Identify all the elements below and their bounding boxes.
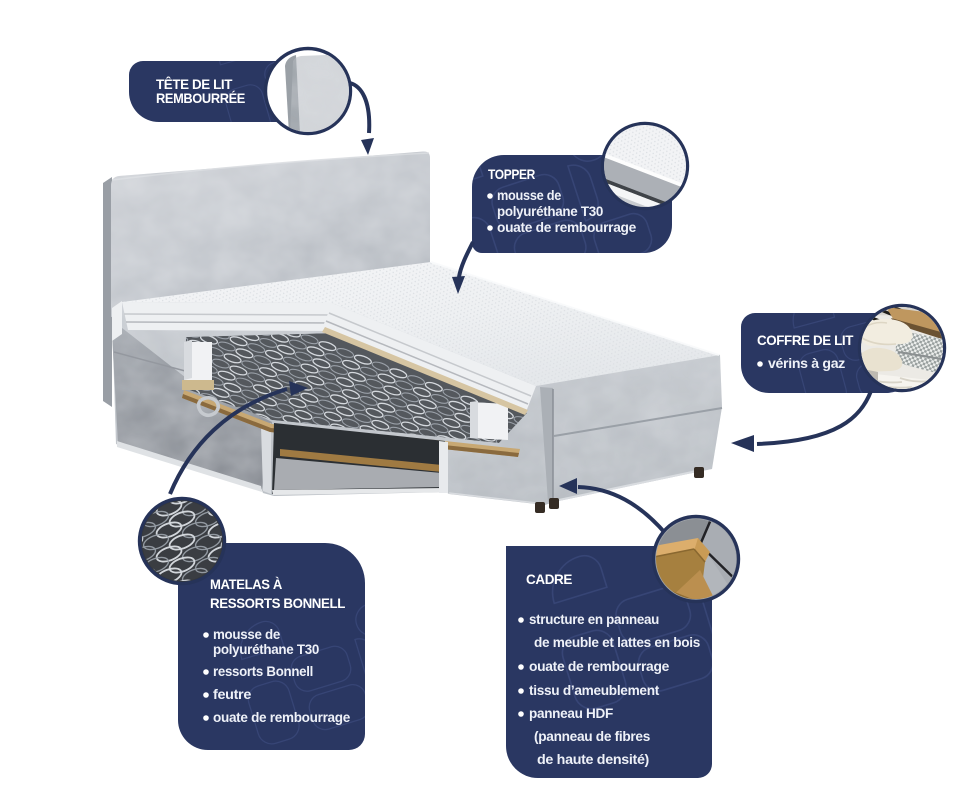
svg-text:polyuréthane T30: polyuréthane T30: [497, 204, 603, 219]
svg-text:mousse de: mousse de: [213, 627, 281, 642]
svg-text:(panneau de fibres: (panneau de fibres: [534, 729, 650, 744]
svg-text:ouate de rembourrage: ouate de rembourrage: [529, 659, 670, 674]
svg-text:vérins à gaz: vérins à gaz: [768, 356, 846, 371]
svg-text:TÊTE DE LIT: TÊTE DE LIT: [156, 75, 233, 92]
svg-text:polyuréthane T30: polyuréthane T30: [213, 642, 319, 657]
svg-text:RESSORTS BONNELL: RESSORTS BONNELL: [210, 595, 346, 611]
svg-text:tissu d’ameublement: tissu d’ameublement: [529, 683, 660, 698]
svg-text:COFFRE DE LIT: COFFRE DE LIT: [757, 332, 854, 348]
svg-text:structure en panneau: structure en panneau: [529, 612, 659, 627]
svg-text:feutre: feutre: [213, 687, 252, 702]
svg-text:ouate de rembourrage: ouate de rembourrage: [497, 220, 637, 235]
svg-text:CADRE: CADRE: [526, 571, 572, 587]
svg-text:ouate de rembourrage: ouate de rembourrage: [213, 710, 351, 725]
svg-text:de meuble et lattes en bois: de meuble et lattes en bois: [534, 635, 700, 650]
svg-text:TOPPER: TOPPER: [488, 166, 535, 182]
svg-text:MATELAS À: MATELAS À: [210, 576, 282, 592]
svg-text:mousse de: mousse de: [497, 188, 562, 203]
svg-text:REMBOURRÉE: REMBOURRÉE: [156, 90, 245, 106]
svg-text:de haute densité): de haute densité): [537, 752, 649, 767]
svg-text:panneau HDF: panneau HDF: [529, 706, 613, 721]
svg-text:ressorts Bonnell: ressorts Bonnell: [213, 664, 313, 679]
